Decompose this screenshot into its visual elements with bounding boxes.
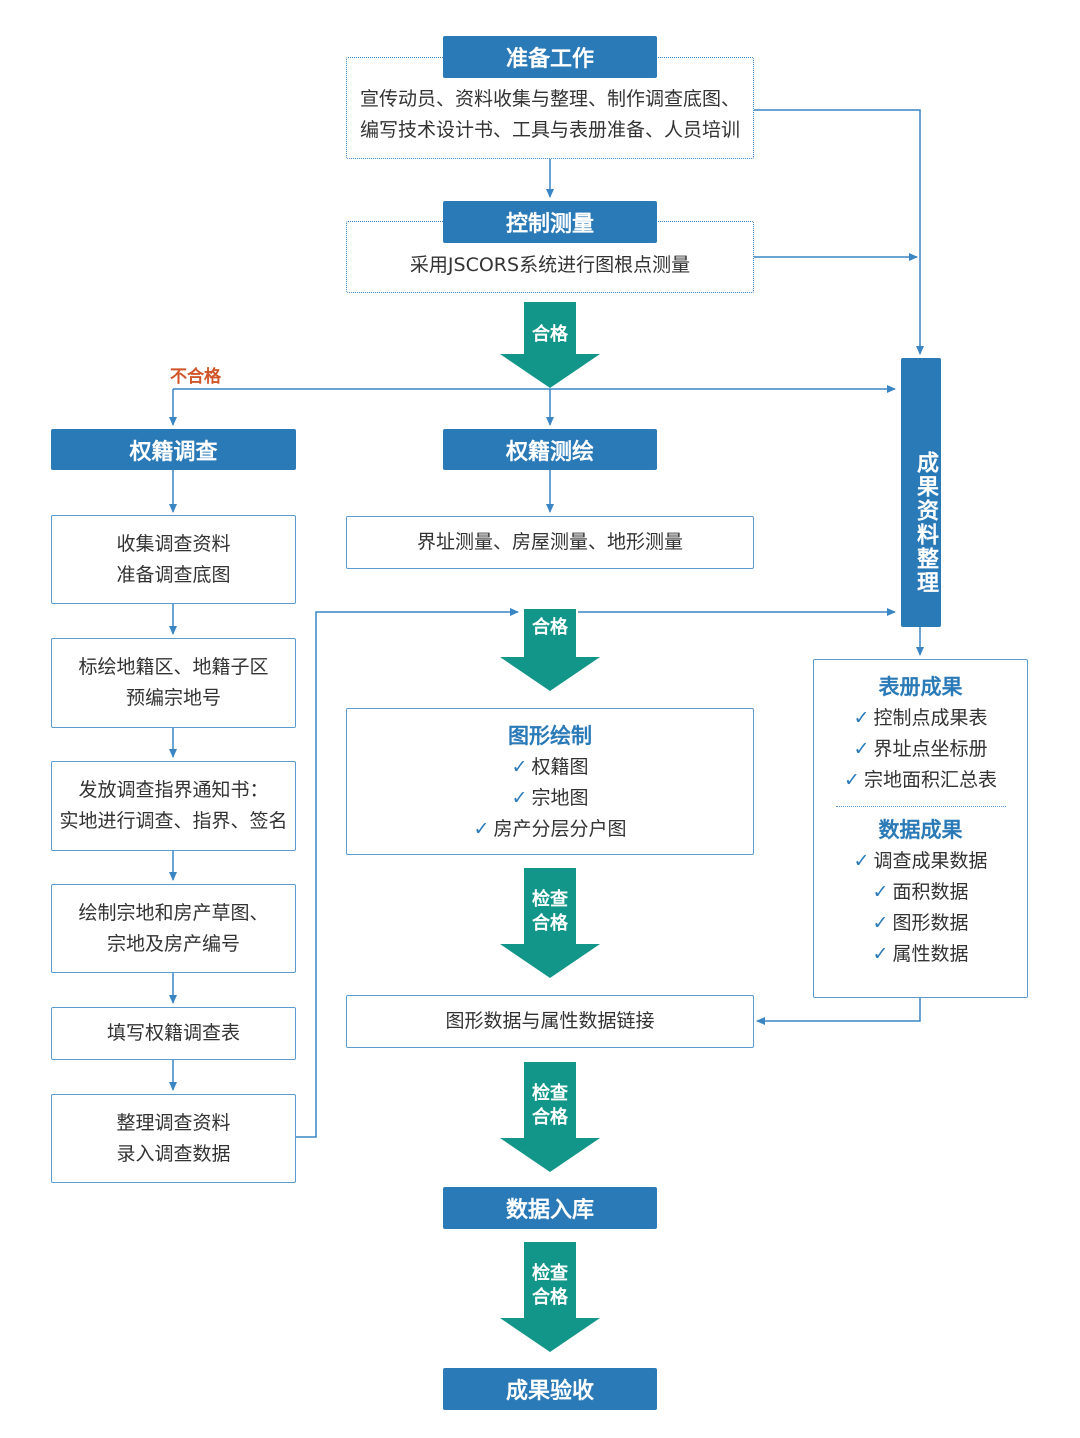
check-label-3: 检查 合格: [520, 1262, 580, 1310]
results-box: 表册成果 ✓控制点成果表 ✓界址点坐标册 ✓宗地面积汇总表 数据成果 ✓调查成果…: [813, 659, 1028, 998]
pass-label-1: 合格: [532, 324, 568, 345]
graphics-item: ✓宗地图: [511, 786, 589, 809]
control-box: 采用JSCORS系统进行图根点测量: [346, 221, 754, 293]
check-icon: ✓: [872, 943, 889, 965]
prep-line-2: 编写技术设计书、工具与表册准备、人员培训: [359, 119, 740, 141]
register-item: ✓控制点成果表: [853, 707, 988, 729]
step-line: 整理调查资料: [116, 1111, 231, 1134]
check-word: 检查: [532, 1263, 568, 1284]
step-line: 录入调查数据: [116, 1142, 231, 1165]
prep-line-1: 宣传动员、资料收集与整理、制作调查底图、: [359, 88, 740, 110]
register-item: ✓界址点坐标册: [853, 738, 988, 760]
survey-step-4: 绘制宗地和房产草图、 宗地及房产编号: [51, 884, 296, 973]
data-title: 数据成果: [878, 818, 963, 842]
check-word: 检查: [532, 1083, 568, 1104]
link-line: 图形数据与属性数据链接: [445, 1010, 655, 1032]
check-pass-word: 合格: [532, 913, 568, 934]
graphics-item: ✓权籍图: [511, 755, 589, 778]
graphics-box: 图形绘制 ✓权籍图 ✓宗地图 ✓房产分层分户图: [346, 708, 754, 855]
prep-title: 准备工作: [443, 36, 657, 78]
survey-step-1: 收集调查资料 准备调查底图: [51, 515, 296, 604]
step-line: 准备调查底图: [116, 563, 231, 586]
check-pass-word: 合格: [532, 1287, 568, 1308]
register-item: ✓宗地面积汇总表: [844, 769, 997, 791]
data-item: ✓图形数据: [872, 912, 969, 934]
step-line: 绘制宗地和房产草图、: [78, 901, 269, 924]
mapping-title: 权籍测绘: [443, 429, 657, 470]
step-line: 发放调查指界通知书：: [78, 779, 269, 801]
graphics-item: ✓房产分层分户图: [473, 817, 627, 840]
step-line: 填写权籍调查表: [106, 1022, 240, 1044]
data-item: ✓调查成果数据: [853, 850, 988, 872]
check-icon: ✓: [872, 912, 889, 934]
check-icon: ✓: [473, 817, 490, 840]
survey-step-3: 发放调查指界通知书： 实地进行调查、指界、签名: [51, 761, 296, 851]
step-line: 收集调查资料: [116, 532, 231, 555]
check-icon: ✓: [511, 755, 528, 778]
link-box: 图形数据与属性数据链接: [346, 995, 754, 1048]
check-icon: ✓: [853, 738, 870, 760]
mapping-box: 界址测量、房屋测量、地形测量: [346, 516, 754, 569]
survey-step-6: 整理调查资料 录入调查数据: [51, 1094, 296, 1183]
data-item: ✓面积数据: [872, 881, 969, 903]
step-line: 预编宗地号: [125, 687, 221, 709]
survey-title: 权籍调查: [51, 429, 296, 470]
control-title: 控制测量: [443, 201, 657, 243]
check-icon: ✓: [853, 850, 870, 872]
survey-step-5: 填写权籍调查表: [51, 1007, 296, 1060]
check-label-2: 检查 合格: [520, 1082, 580, 1130]
check-pass-word: 合格: [532, 1107, 568, 1128]
check-icon: ✓: [872, 881, 889, 903]
register-title: 表册成果: [878, 675, 963, 699]
pass-label-2: 合格: [532, 617, 568, 638]
db-title: 数据入库: [443, 1187, 657, 1229]
step-line: 标绘地籍区、地籍子区: [78, 656, 269, 678]
data-item: ✓属性数据: [872, 943, 969, 965]
pass-arrows: [500, 302, 600, 1352]
mapping-line: 界址测量、房屋测量、地形测量: [416, 531, 683, 553]
check-icon: ✓: [844, 769, 860, 791]
fail-label: 不合格: [170, 367, 221, 387]
results-title: 成果资料整理: [901, 358, 941, 627]
step-line: 实地进行调查、指界、签名: [59, 810, 288, 832]
graphics-title: 图形绘制: [508, 723, 592, 748]
check-word: 检查: [532, 889, 568, 910]
step-line: 宗地及房产编号: [106, 932, 240, 955]
check-label-1: 检查 合格: [520, 888, 580, 936]
accept-title: 成果验收: [443, 1368, 657, 1410]
divider: [835, 806, 1006, 807]
control-line: 采用JSCORS系统进行图根点测量: [409, 253, 691, 276]
check-icon: ✓: [853, 707, 870, 729]
check-icon: ✓: [511, 786, 528, 809]
survey-step-2: 标绘地籍区、地籍子区 预编宗地号: [51, 638, 296, 728]
